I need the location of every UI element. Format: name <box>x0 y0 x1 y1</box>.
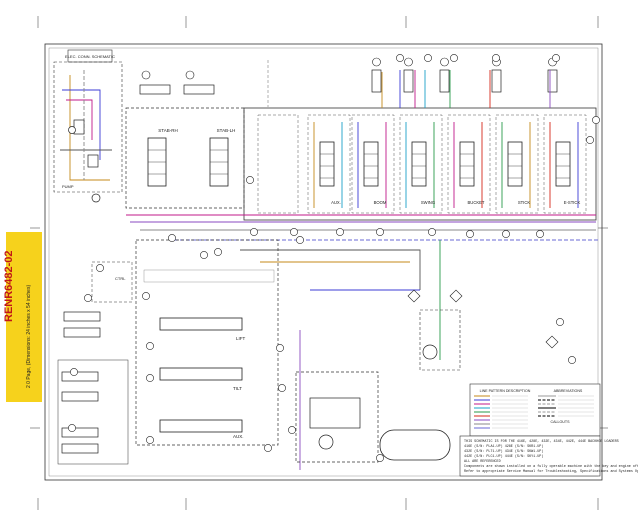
callout-circle <box>142 292 150 300</box>
callout-circle <box>84 294 92 302</box>
legend-note: 416E (S/N: PLA1-UP) 428E (S/N: SKR1-UP) <box>464 444 543 449</box>
callout-circle <box>492 54 500 62</box>
callout-circle <box>296 236 304 244</box>
callout-circle <box>290 228 298 236</box>
section-label: STICK <box>518 200 531 205</box>
callout-circle <box>146 436 154 444</box>
legend-note: Components are shown installed on a full… <box>464 464 638 469</box>
callouts-title: CALLOUTS <box>551 420 571 424</box>
line-pattern-title: LINE PATTERN DESCRIPTION <box>480 389 531 393</box>
legend-note: ALL ARE REFERENCED <box>464 460 501 464</box>
backhoe-cylinders <box>371 57 558 93</box>
pump-symbol: PUMP <box>62 119 101 203</box>
stabilizer-cylinders <box>139 70 215 95</box>
callout-circle <box>96 264 104 272</box>
section-valve-stick: STICK <box>495 114 539 214</box>
callout-circle <box>200 251 208 259</box>
backhoe-cylinder <box>491 57 502 93</box>
elec-conn-block: ELEC. CONN. SCHEMATIC <box>53 49 123 193</box>
callout-circle <box>146 342 154 350</box>
callout-circle <box>288 426 296 434</box>
callout-circle <box>466 230 474 238</box>
loader-valve-group: LIFT TILT AUX. <box>135 239 279 446</box>
front-tilt-label: TILT <box>233 386 242 391</box>
callout-circle <box>586 136 594 144</box>
stab-lh-label: STAB-LH <box>217 128 236 133</box>
main-pump-group <box>295 289 559 463</box>
backhoe-cylinder <box>547 57 558 93</box>
legend-note: 442E (S/N: PLC1-UP) 444E (S/N: SKY1-UP) <box>464 454 543 459</box>
section-valve-swing: SWING <box>399 114 443 214</box>
section-valve-estick: E-STICK <box>543 114 587 214</box>
callout-circle <box>68 424 76 432</box>
section-label: E-STICK <box>564 200 581 205</box>
backhoe-cylinder <box>371 57 382 93</box>
callout-circle <box>450 54 458 62</box>
callout-circle <box>568 356 576 364</box>
callout-circle <box>376 228 384 236</box>
front-lift-label: LIFT <box>236 336 246 341</box>
document-tab <box>6 232 42 402</box>
hydraulic-lines <box>126 60 600 470</box>
legend-note: THIS SCHEMATIC IS FOR THE 416E, 428E, 43… <box>464 440 619 444</box>
legend-note: Refer to appropriate Service Manual for … <box>464 469 638 474</box>
callout-markers <box>68 54 600 462</box>
callout-circle <box>396 54 404 62</box>
backhoe-valve-block <box>243 107 597 221</box>
section-valve-aux: AUX. <box>307 114 351 214</box>
callout-circle <box>246 176 254 184</box>
callout-circle <box>502 230 510 238</box>
callout-circle <box>552 54 560 62</box>
stab-rh-label: STAB-RH <box>158 128 177 133</box>
callout-circle <box>264 444 272 452</box>
legend-note: 432E (S/N: PLT1-UP) 434E (S/N: SKW1-UP) <box>464 449 543 454</box>
callout-circle <box>168 234 176 242</box>
pump-label: PUMP <box>62 184 74 189</box>
elec-conn-label: ELEC. CONN. SCHEMATIC <box>65 54 115 59</box>
callout-circle <box>556 318 564 326</box>
loader-cylinders: CTRL <box>57 261 133 465</box>
callout-circle <box>278 384 286 392</box>
legend-area: LINE PATTERN DESCRIPTION ABBREVIATIONS C… <box>459 383 638 477</box>
section-label: BOOM <box>374 200 387 205</box>
section-valves: AUX. BOOM SWING BUCKET STICK E-STICK <box>307 114 587 214</box>
callout-circle <box>276 344 284 352</box>
callout-circle <box>336 228 344 236</box>
callout-circle <box>428 228 436 236</box>
ctrl-label: CTRL <box>115 276 126 281</box>
drawing-frame <box>44 43 603 481</box>
callout-circle <box>424 54 432 62</box>
callout-circle <box>536 230 544 238</box>
callout-circle <box>214 248 222 256</box>
callout-circle <box>592 116 600 124</box>
callout-circle <box>70 368 78 376</box>
section-label: SWING <box>421 200 435 205</box>
abbreviations-title: ABBREVIATIONS <box>554 389 583 393</box>
backhoe-cylinder <box>403 57 414 93</box>
section-valve-boom: BOOM <box>351 114 395 214</box>
backhoe-cylinder <box>439 57 450 93</box>
callout-circle <box>250 228 258 236</box>
stabilizer-valve-block: STAB-RH STAB-LH <box>125 107 245 209</box>
section-valve-bucket: BUCKET <box>447 114 491 214</box>
section-label: AUX. <box>331 200 341 205</box>
callout-circle <box>376 454 384 462</box>
section-label: BUCKET <box>468 200 485 205</box>
crop-marks <box>30 16 608 510</box>
front-aux-label: AUX. <box>233 434 244 439</box>
callout-circle <box>146 374 154 382</box>
